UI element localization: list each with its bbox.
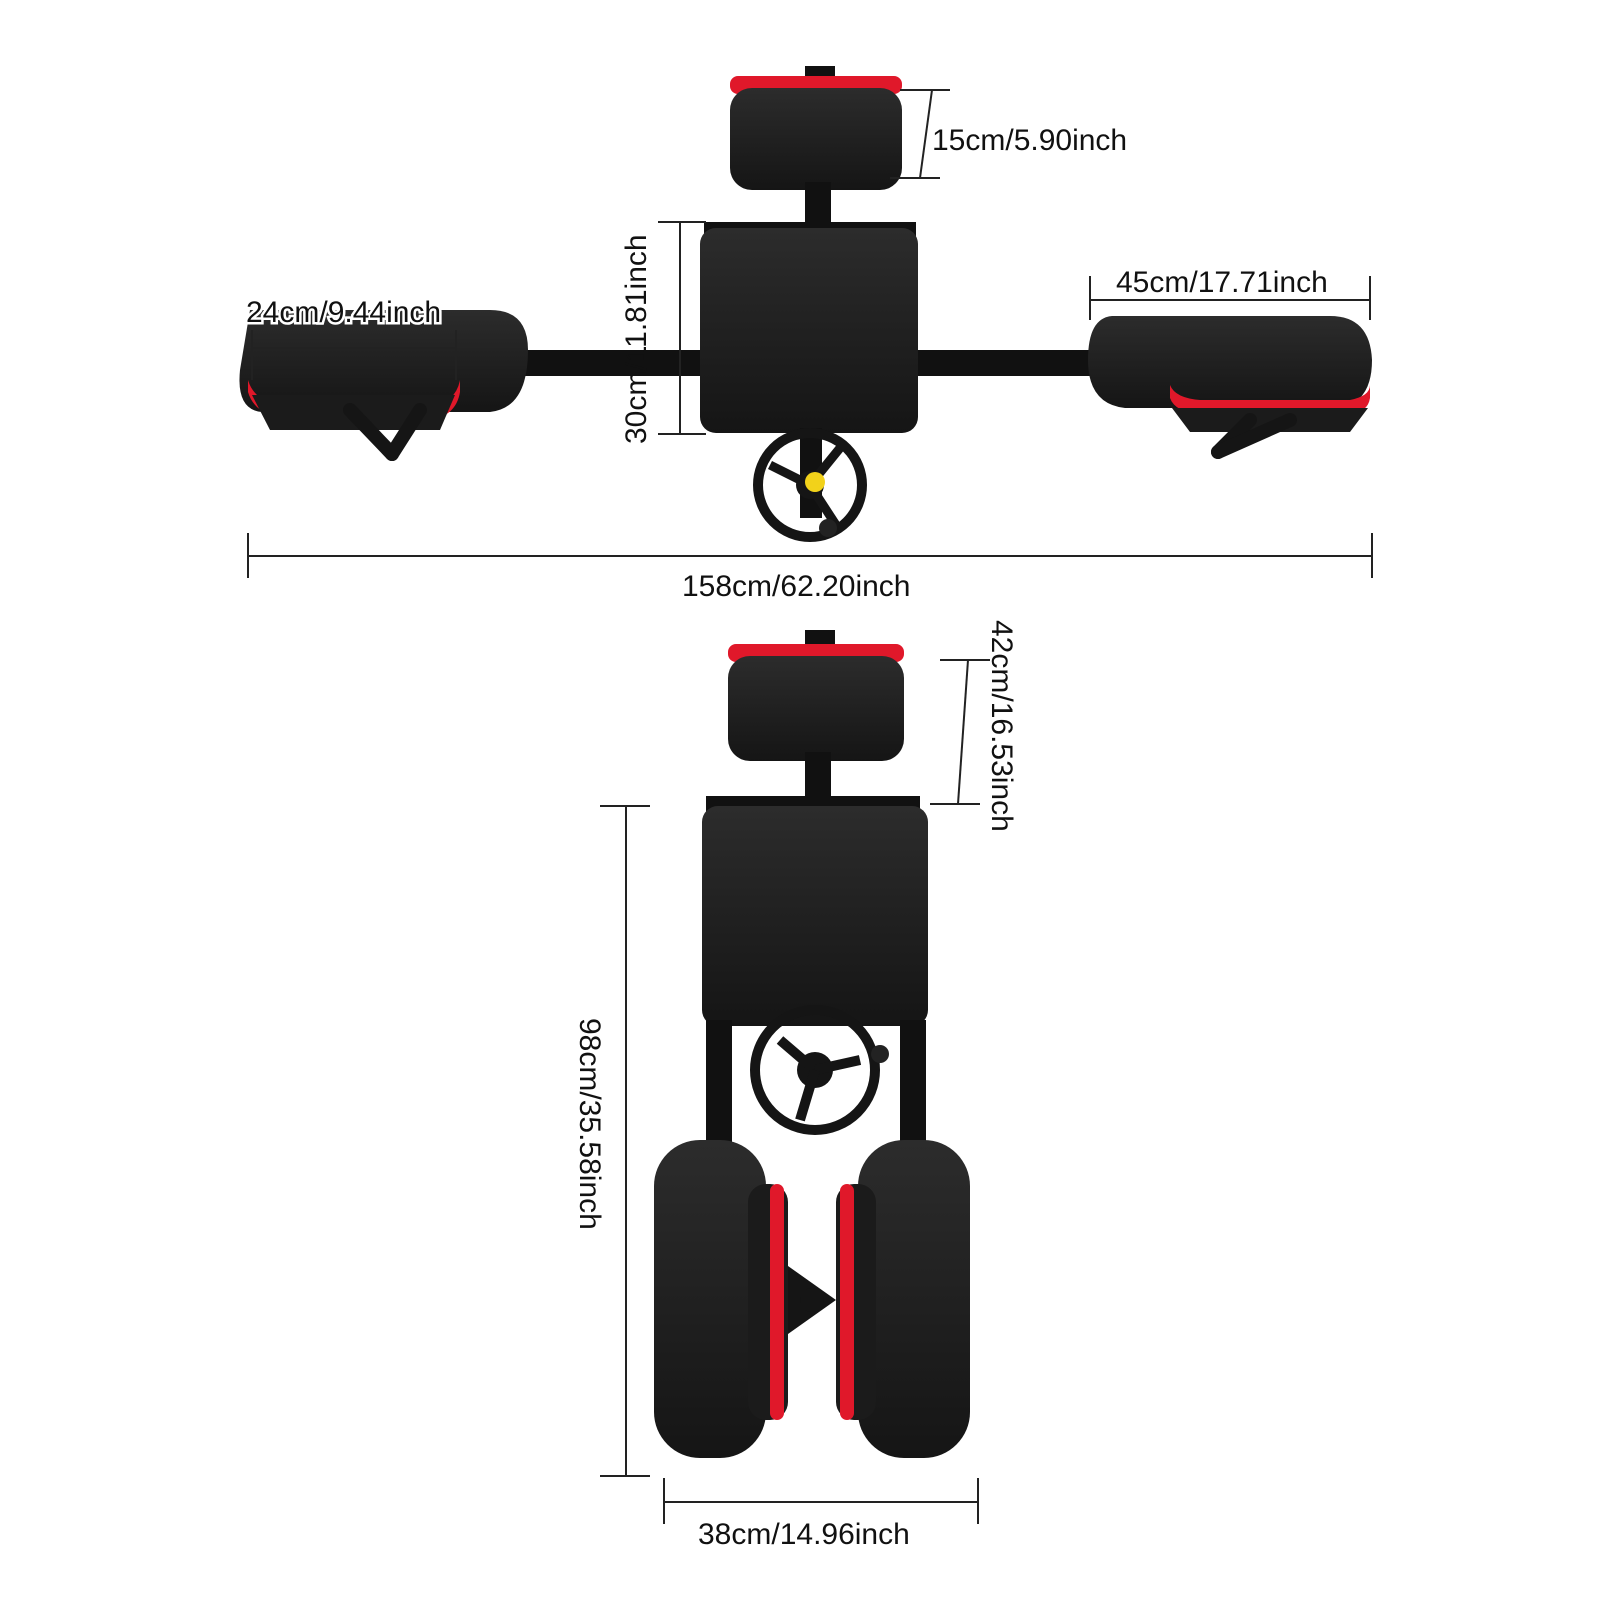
folded-backrest-pad: [728, 656, 904, 761]
seat-height-label: 30cm/11.81inch: [620, 234, 653, 444]
folded-width-label: 38cm/14.96inch: [698, 1518, 910, 1551]
yellow-knob: [805, 472, 825, 492]
right-leg-pad: [1088, 316, 1372, 459]
folded-length-label: 98cm/35.58inch: [573, 1018, 606, 1230]
left-leg-pad: [239, 310, 528, 461]
overall-width-label: 158cm/62.20inch: [682, 570, 911, 603]
backrest-pad: [730, 88, 902, 190]
folded-view-product: [654, 630, 970, 1458]
right-leg-pad-width-label: 45cm/17.71inch: [1116, 266, 1328, 299]
folded-handwheel: [750, 1005, 889, 1135]
handwheel: [753, 428, 867, 542]
folded-left-leg-pad: [654, 1140, 788, 1458]
folded-view-dimensions: 42cm/16.53inch 98cm/35.58inch 38cm/14.96…: [573, 620, 1018, 1551]
folded-seat-pad: [702, 806, 928, 1026]
folded-backrest-post: [805, 752, 831, 802]
left-leg-pad-width-label: 24cm/9.44inch: [246, 296, 441, 329]
top-view-dimensions: 15cm/5.90inch 30cm/11.81inch 24cm/9.44in…: [244, 89, 1373, 603]
right-frame-rail: [900, 1020, 926, 1150]
left-frame-rail: [706, 1020, 732, 1150]
folded-backrest-mount: [805, 630, 835, 648]
backrest-post: [805, 182, 831, 224]
backrest-height-label: 15cm/5.90inch: [932, 124, 1127, 157]
folded-right-leg-pad: [836, 1140, 970, 1458]
seat-pad: [700, 228, 918, 433]
backrest-to-seat-label: 42cm/16.53inch: [985, 620, 1018, 832]
